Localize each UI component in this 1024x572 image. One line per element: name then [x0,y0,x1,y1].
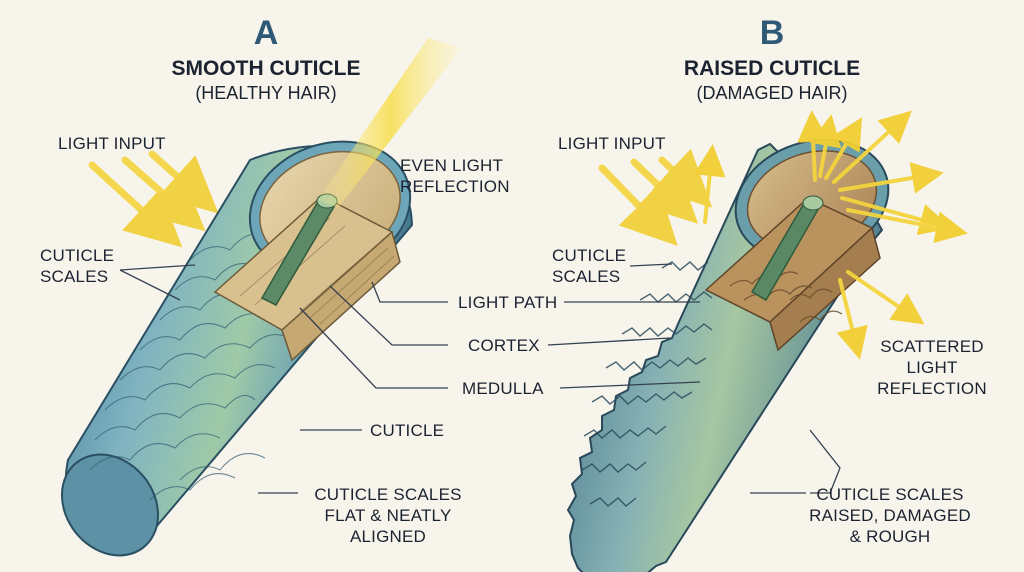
even-reflection-line-2: REFLECTION [400,177,510,196]
scales-note-b-line-1: CUTICLE SCALES [816,485,964,504]
scales-note-a-line-3: ALIGNED [349,527,427,546]
scattered-line-1: SCATTERED [880,337,984,356]
panel-a-light-input-label: LIGHT INPUT [58,134,166,153]
cuticle-scales-b-line-1: CUTICLE [552,246,627,265]
panel-a-cuticle-scales-label: CUTICLE SCALES [40,245,114,287]
cuticle-scales-b-line-2: SCALES [552,267,621,286]
panel-b-light-input-label: LIGHT INPUT [558,134,666,153]
scales-note-b-line-2: RAISED, DAMAGED [809,506,971,525]
panel-a-letter: A [253,14,279,52]
light-path-label: LIGHT PATH [458,293,558,312]
medulla-label: MEDULLA [462,379,544,398]
scattered-line-3: REFLECTION [877,379,987,398]
scales-note-b-line-3: & ROUGH [849,527,931,546]
panel-a-title: SMOOTH CUTICLE [171,57,361,80]
cortex-label: CORTEX [468,336,540,355]
cuticle-scales-a-line-1: CUTICLE [40,246,115,265]
scales-note-a-line-1: CUTICLE SCALES [314,485,462,504]
light-input-arrows-a [88,150,219,248]
leader-lines-a [119,264,448,494]
scattered-line-2: LIGHT [906,358,958,377]
cuticle-scales-a-line-2: SCALES [40,267,109,286]
even-reflection-line-1: EVEN LIGHT [400,156,504,175]
scales-note-a-line-2: FLAT & NEATLY [324,506,452,525]
panel-b-scales-note: CUTICLE SCALES RAISED, DAMAGED & ROUGH [800,484,980,547]
scattered-light-arrows-b [693,110,968,360]
cuticle-label: CUTICLE [370,421,445,440]
panel-a-scales-note: CUTICLE SCALES FLAT & NEATLY ALIGNED [298,484,478,547]
panel-b-title: RAISED CUTICLE [683,57,861,80]
light-beam-a [318,38,462,208]
panel-b-subtitle: (DAMAGED HAIR) [696,83,848,103]
scattered-reflection-label: SCATTERED LIGHT REFLECTION [872,336,992,399]
leader-lines-b [547,263,841,494]
panel-a-even-reflection-label: EVEN LIGHT REFLECTION [400,155,510,197]
panel-b-cuticle-scales-label: CUTICLE SCALES [552,245,626,287]
light-input-arrows-b [598,148,713,247]
hair-shaft-b [566,138,890,572]
panel-a-subtitle: (HEALTHY HAIR) [195,83,337,103]
panel-b-letter: B [759,14,785,52]
